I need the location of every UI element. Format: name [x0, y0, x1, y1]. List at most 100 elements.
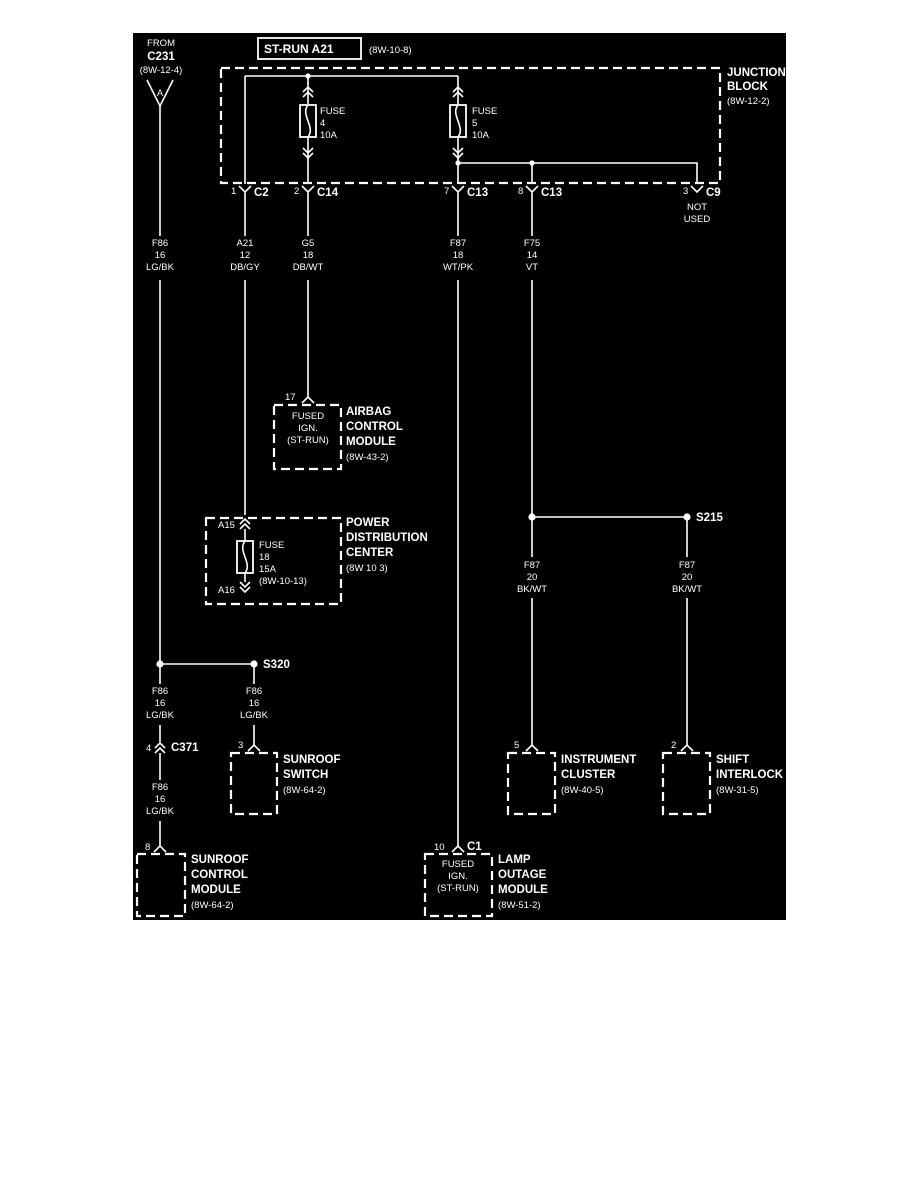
wire-f87-cluster-color: BK/WT [517, 584, 547, 595]
c2-pin: 1 [231, 186, 236, 197]
fuse5-label: FUSE [472, 106, 497, 117]
sunroof-switch-box [229, 751, 279, 816]
s215-label: S215 [696, 512, 723, 524]
wire-a21-circuit: A21 [237, 238, 254, 249]
wire-g5-gauge: 18 [303, 250, 314, 261]
lamp-outage-module: 10 C1 FUSED IGN. (ST-RUN) LAMP OUTAGE MO… [423, 841, 548, 918]
c13-pin8-name: C13 [541, 187, 562, 199]
wire-f86-a-gauge: 16 [155, 698, 166, 709]
instrument-cluster-ref: (8W-40-5) [561, 785, 604, 796]
wire-f87-cluster-circuit: F87 [524, 560, 540, 571]
lamp-outage-box [423, 852, 494, 918]
instrument-cluster: 5 INSTRUMENT CLUSTER (8W-40-5) [506, 740, 636, 816]
pdc-pin-out: A16 [218, 585, 235, 596]
c9-note-2: USED [684, 214, 711, 225]
sunroof-control-module: 8 SUNROOF CONTROL MODULE (8W-64-2) [135, 842, 249, 918]
c371-symbol [154, 741, 166, 754]
source-connector: C231 [147, 51, 175, 63]
source-from: FROM [147, 38, 175, 49]
wire-f87-color: WT/PK [443, 262, 474, 273]
airbag-ref: (8W-43-2) [346, 452, 389, 463]
title-box [257, 37, 362, 60]
shift-interlock-connector [680, 743, 694, 752]
wire-g5-color: DB/WT [293, 262, 324, 273]
wire-f86-c-color: LG/BK [146, 806, 175, 817]
wire-f87-gauge: 18 [453, 250, 464, 261]
pdc-chevron-in [239, 517, 251, 530]
shift-interlock-name-1: SHIFT [716, 754, 749, 766]
sunroof-switch: 3 SUNROOF SWITCH (8W-64-2) [229, 740, 341, 816]
airbag-inside-1: FUSED [292, 411, 324, 422]
lamp-outage-name-2: OUTAGE [498, 869, 547, 881]
junction-block-name-2: BLOCK [727, 81, 769, 93]
wire-f75-color: VT [526, 262, 538, 273]
sunroof-switch-name-1: SUNROOF [283, 754, 341, 766]
fuse4-element [304, 104, 312, 138]
junction-block-name-1: JUNCTION [727, 67, 786, 79]
airbag-connector-symbol [301, 395, 315, 404]
pdc-fuse-rating: 15A [259, 564, 277, 575]
wire-f75-gauge: 14 [527, 250, 538, 261]
wire-f87-shift-color: BK/WT [672, 584, 702, 595]
sunroof-control-connector [153, 844, 167, 853]
wire-f86-b-color: LG/BK [240, 710, 269, 721]
pdc-fuse-label: FUSE [259, 540, 284, 551]
sunroof-switch-connector [247, 743, 261, 752]
c13-pin8-pin: 8 [518, 186, 523, 197]
s320-label: S320 [263, 659, 290, 671]
fuse5-rating: 10A [472, 130, 490, 141]
splice-s215: S215 [528, 512, 723, 524]
title-box-label: ST-RUN A21 [264, 42, 334, 56]
sunroof-control-name-1: SUNROOF [191, 854, 249, 866]
sunroof-switch-ref: (8W-64-2) [283, 785, 326, 796]
lamp-outage-pin: 10 [434, 842, 445, 853]
wire-f86-a-color: LG/BK [146, 710, 175, 721]
wire-f87-cluster-gauge: 20 [527, 572, 538, 583]
instrument-cluster-pin: 5 [514, 740, 519, 751]
wire-f86-main-gauge: 16 [155, 250, 166, 261]
c9-name: C9 [706, 187, 721, 199]
source-pin: A [157, 88, 164, 99]
lamp-outage-inside-2: IGN. [448, 871, 468, 882]
c9-note-1: NOT [687, 202, 707, 213]
wire-f87-shift-circuit: F87 [679, 560, 695, 571]
sunroof-control-pin: 8 [145, 842, 150, 853]
fuse4-rating: 10A [320, 130, 338, 141]
fuse4-label: FUSE [320, 106, 345, 117]
lamp-outage-inside-3: (ST-RUN) [437, 883, 479, 894]
shift-interlock-box [661, 751, 712, 816]
sunroof-control-name-2: CONTROL [191, 869, 248, 881]
pdc-fuse-ref: (8W-10-13) [259, 576, 307, 587]
fuse5-chevron-top [452, 85, 464, 98]
fuse5-element [454, 104, 462, 138]
sunroof-switch-pin: 3 [238, 740, 243, 751]
fuse5-number: 5 [472, 118, 477, 129]
airbag-inside-3: (ST-RUN) [287, 435, 329, 446]
wire-g5-circuit: G5 [302, 238, 315, 249]
fuse4-chevron-top [302, 85, 314, 98]
airbag-control-module: 17 FUSED IGN. (ST-RUN) AIRBAG CONTROL MO… [272, 392, 403, 471]
pdc-name-1: POWER [346, 517, 390, 529]
instrument-cluster-name-2: CLUSTER [561, 769, 616, 781]
airbag-inside-2: IGN. [298, 423, 318, 434]
source-ref: (8W-12-4) [140, 65, 183, 76]
sunroof-control-ref: (8W-64-2) [191, 900, 234, 911]
lamp-outage-inside-1: FUSED [442, 859, 474, 870]
pdc-fuse-element [241, 529, 249, 582]
c371-pin: 4 [146, 743, 151, 754]
wire-f86-main-circuit: F86 [152, 238, 168, 249]
wire-f86-b-gauge: 16 [249, 698, 260, 709]
lamp-outage-ref: (8W-51-2) [498, 900, 541, 911]
lamp-outage-name-3: MODULE [498, 884, 548, 896]
fuse4-number: 4 [320, 118, 325, 129]
junction-block-outline [219, 66, 722, 185]
sunroof-control-name-3: MODULE [191, 884, 241, 896]
airbag-name-3: MODULE [346, 436, 396, 448]
wire-f86-c-circuit: F86 [152, 782, 168, 793]
instrument-cluster-name-1: INSTRUMENT [561, 754, 636, 766]
pdc-chevron-out [239, 581, 251, 594]
c9-pin: 3 [683, 186, 688, 197]
instrument-cluster-connector [525, 743, 539, 752]
wire-f75-circuit: F75 [524, 238, 540, 249]
